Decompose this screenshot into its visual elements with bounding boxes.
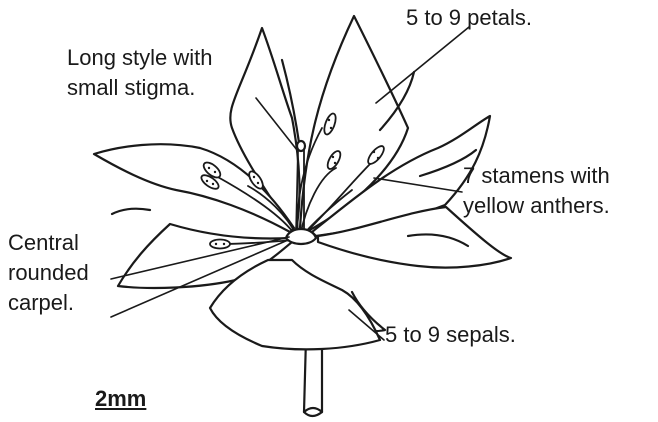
- sepal-left: [112, 209, 150, 214]
- label-stamens-line1: 7 stamens with: [463, 161, 610, 191]
- label-stamens-line2: yellow anthers.: [463, 191, 610, 221]
- scale-bar-label: 2mm: [95, 384, 146, 414]
- scale-bar-text: 2mm: [95, 384, 146, 414]
- label-carpel: Central rounded carpel.: [8, 228, 89, 318]
- label-style-line2: small stigma.: [67, 73, 213, 103]
- label-petals: 5 to 9 petals.: [406, 3, 532, 33]
- label-sepals: 5 to 9 sepals.: [385, 320, 516, 350]
- label-style: Long style with small stigma.: [67, 43, 213, 103]
- stigma: [297, 141, 305, 151]
- leader-petals: [376, 27, 469, 103]
- carpel: [286, 229, 316, 244]
- label-sepals-text: 5 to 9 sepals.: [385, 320, 516, 350]
- label-style-line1: Long style with: [67, 43, 213, 73]
- label-carpel-line1: Central: [8, 228, 89, 258]
- label-carpel-line2: rounded: [8, 258, 89, 288]
- label-carpel-line3: carpel.: [8, 288, 89, 318]
- label-stamens: 7 stamens with yellow anthers.: [463, 161, 610, 221]
- label-petals-text: 5 to 9 petals.: [406, 3, 532, 33]
